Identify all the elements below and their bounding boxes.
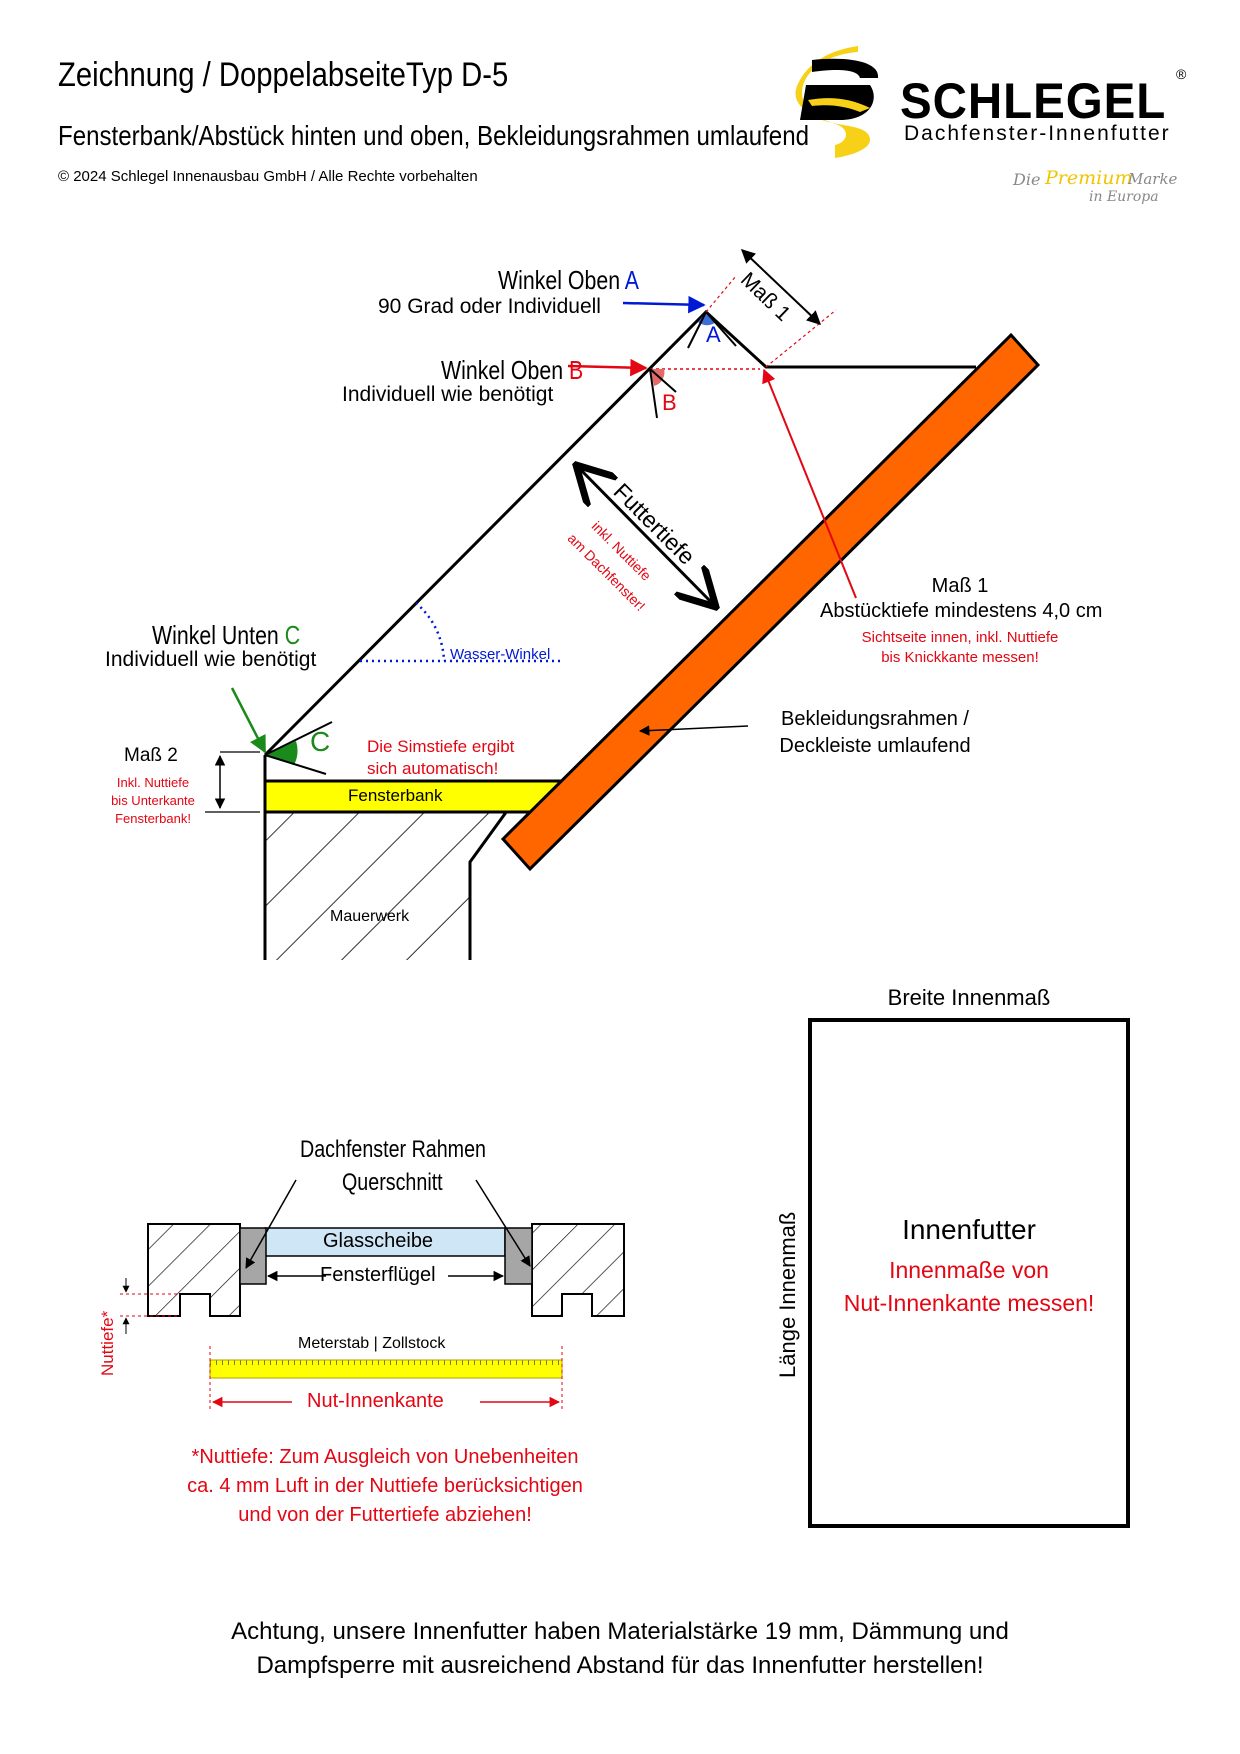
nut-innenkante-label: Nut-Innenkante xyxy=(307,1390,444,1412)
glass-pane xyxy=(264,1227,506,1257)
cross-title-1: Dachfenster Rahmen xyxy=(300,1136,486,1163)
winkel-oben-a-label: Winkel Oben A xyxy=(498,265,640,295)
slogan-die: Die xyxy=(1013,170,1041,189)
mass1-text: Abstücktiefe mindestens 4,0 cm xyxy=(820,600,1103,622)
trim-label-1: Bekleidungsrahmen / xyxy=(781,708,969,730)
mass1-note-2: bis Knickkante messen! xyxy=(881,649,1039,666)
angle-a-letter: A xyxy=(706,322,721,347)
window-sill-label: Fensterbank xyxy=(348,786,443,805)
winkel-oben-b-label: Winkel Oben B xyxy=(441,355,584,385)
footnote-1: *Nuttiefe: Zum Ausgleich von Unebenheite… xyxy=(191,1446,579,1468)
length-label: Länge Innenmaß xyxy=(775,1211,800,1378)
sash-label: Fensterflügel xyxy=(320,1264,436,1286)
lining-outline xyxy=(263,309,976,757)
copyright: © 2024 Schlegel Innenausbau GmbH / Alle … xyxy=(58,168,478,185)
lining-note-1: Innenmaße von xyxy=(889,1257,1049,1283)
angle-b-letter: B xyxy=(662,390,677,415)
masonry-label: Mauerwerk xyxy=(330,908,410,925)
sash-left xyxy=(239,1227,267,1285)
cross-section xyxy=(120,1179,625,1410)
simstiefe-1: Die Simstiefe ergibt xyxy=(367,737,515,756)
page-subtitle: Fensterbank/Abstück hinten und oben, Bek… xyxy=(58,120,809,151)
glass-label: Glasscheibe xyxy=(323,1230,434,1252)
cross-title-2: Querschnitt xyxy=(342,1169,443,1196)
slogan-premium: Premium xyxy=(1045,167,1133,189)
lining-note-2: Nut-Innenkante messen! xyxy=(843,1290,1095,1316)
sash-right xyxy=(504,1227,533,1285)
masonry-wall xyxy=(265,780,530,960)
ruler-label: Meterstab | Zollstock xyxy=(298,1335,446,1352)
winkel-oben-b-note: Individuell wie benötigt xyxy=(342,383,554,406)
footer-line-1: Achtung, unsere Innenfutter haben Materi… xyxy=(231,1618,1009,1645)
folding-ruler xyxy=(209,1359,563,1379)
angle-c-arc xyxy=(265,741,298,765)
angle-a-arc xyxy=(698,312,716,326)
mass2-title: Maß 2 xyxy=(124,745,178,766)
trim-frame xyxy=(500,332,1041,872)
winkel-unten-c-note: Individuell wie benötigt xyxy=(105,648,317,671)
width-label: Breite Innenmaß xyxy=(887,985,1051,1010)
footnote-3: und von der Futtertiefe abziehen! xyxy=(238,1504,532,1526)
mass1-note-1: Sichtseite innen, inkl. Nuttiefe xyxy=(861,629,1059,646)
footer-line-2: Dampfsperre mit ausreichend Abstand für … xyxy=(256,1652,984,1679)
winkel-unten-c-label: Winkel Unten C xyxy=(152,620,301,650)
slogan-europa: in Europa xyxy=(1089,189,1159,205)
footnote-2: ca. 4 mm Luft in der Nuttiefe berücksich… xyxy=(187,1475,583,1497)
winkel-oben-a-note: 90 Grad oder Individuell xyxy=(378,295,601,318)
mass2-note-1: Inkl. Nuttiefe xyxy=(116,775,190,790)
logo-brand: SCHLEGEL xyxy=(900,73,1167,129)
trim-label-2: Deckleiste umlaufend xyxy=(779,735,971,757)
slogan-marke: Marke xyxy=(1128,170,1178,188)
mass1-title: Maß 1 xyxy=(931,575,989,597)
window-sill xyxy=(263,779,567,814)
lining-title: Innenfutter xyxy=(902,1214,1036,1245)
logo-tagline: Dachfenster-Innenfutter xyxy=(904,122,1171,145)
mass2-note-2: bis Unterkante xyxy=(111,793,195,808)
lining-rectangle xyxy=(808,1018,1130,1528)
nuttiefe-label: Nuttiefe* xyxy=(98,1310,117,1376)
page-title: Zeichnung / DoppelabseiteTyp D-5 xyxy=(58,56,509,94)
simstiefe-2: sich automatisch! xyxy=(367,759,499,778)
wasser-winkel-label: Wasser-Winkel xyxy=(450,646,551,663)
mass2-note-3: Fensterbank! xyxy=(115,811,191,826)
angle-c-letter: C xyxy=(310,726,331,757)
logo-registered: ® xyxy=(1176,66,1187,82)
logo-mark xyxy=(795,46,879,158)
